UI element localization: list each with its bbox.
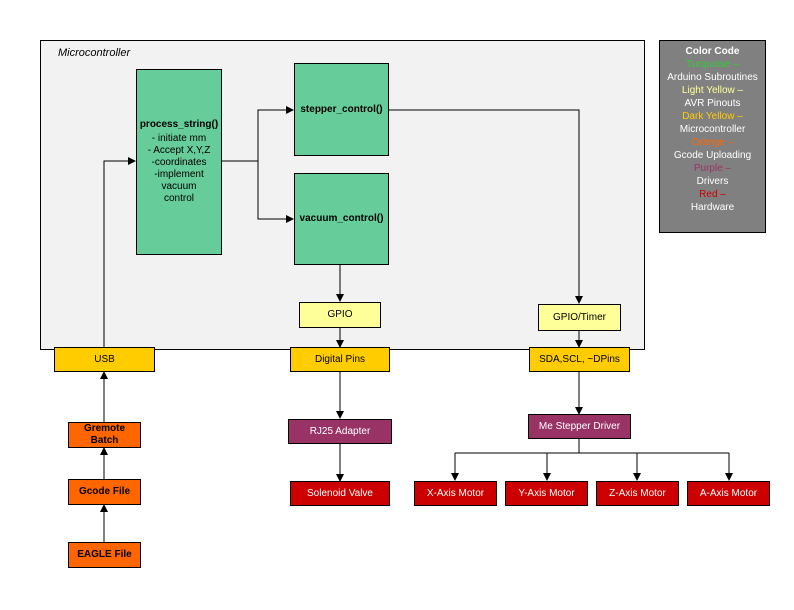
gcode-file-block: Gcode File: [68, 479, 141, 505]
arrow-process-to-vacuum: [257, 161, 294, 223]
process-string-line: control: [163, 193, 194, 204]
process-string-line: -implement vacuum: [154, 169, 204, 192]
me-stepper-driver-block: Me Stepper Driver: [528, 414, 631, 439]
y-axis-motor-block: Y-Axis Motor: [505, 481, 588, 506]
microcontroller-label: Microcontroller: [58, 47, 131, 59]
legend-value: Arduino Subroutines: [667, 72, 758, 83]
process-string-line: - initiate mm: [151, 133, 207, 144]
z-axis-motor-block: Z-Axis Motor: [596, 481, 679, 506]
sda-pins-block: SDA,SCL, ~DPins: [529, 347, 630, 372]
eagle-file-block: EAGLE File: [68, 542, 141, 568]
arrow-usb-to-process: [103, 157, 136, 347]
digital-pins-block: Digital Pins: [290, 347, 390, 372]
gpio-timer-block: GPIO/Timer: [538, 304, 621, 331]
solenoid-valve-block: Solenoid Valve: [290, 481, 390, 506]
legend-value: Gcode Uploading: [673, 150, 752, 161]
legend-key: Dark Yellow –: [682, 111, 743, 122]
process-string-line: - Accept X,Y,Z: [147, 145, 211, 156]
driver-bus-line: [455, 439, 729, 454]
rj25-adapter-block: RJ25 Adapter: [288, 419, 392, 444]
x-axis-motor-block: X-Axis Motor: [414, 481, 497, 506]
legend-key: Purple –: [693, 163, 732, 174]
legend-key: Turquoise –: [686, 59, 739, 70]
legend-value: Microcontroller: [679, 124, 746, 135]
legend-key: Red –: [699, 189, 726, 200]
vacuum-control-block: vacuum_control(): [294, 173, 389, 265]
legend-key: Orange –: [691, 137, 734, 148]
stepper-control-block: stepper_control(): [294, 63, 389, 156]
process-string-title: process_string(): [139, 119, 219, 130]
legend-value: AVR Pinouts: [684, 98, 741, 109]
legend-value: Drivers: [696, 176, 729, 187]
gpio-block: GPIO: [299, 302, 381, 328]
a-axis-motor-block: A-Axis Motor: [687, 481, 770, 506]
process-string-line: -coordinates: [151, 157, 207, 168]
process-string-block: process_string() - initiate mm - Accept …: [136, 69, 222, 255]
arrow-stepper-to-gpio-timer: [389, 109, 583, 304]
arrow-process-to-stepper: [222, 106, 294, 162]
gremote-batch-block: Gremote Batch: [68, 422, 141, 448]
usb-block: USB: [54, 347, 155, 372]
legend-key: Light Yellow –: [681, 85, 744, 96]
legend-value: Hardware: [690, 202, 735, 213]
legend-title: Color Code: [685, 46, 740, 57]
color-code-legend: Color Code Turquoise – Arduino Subroutin…: [659, 40, 766, 233]
